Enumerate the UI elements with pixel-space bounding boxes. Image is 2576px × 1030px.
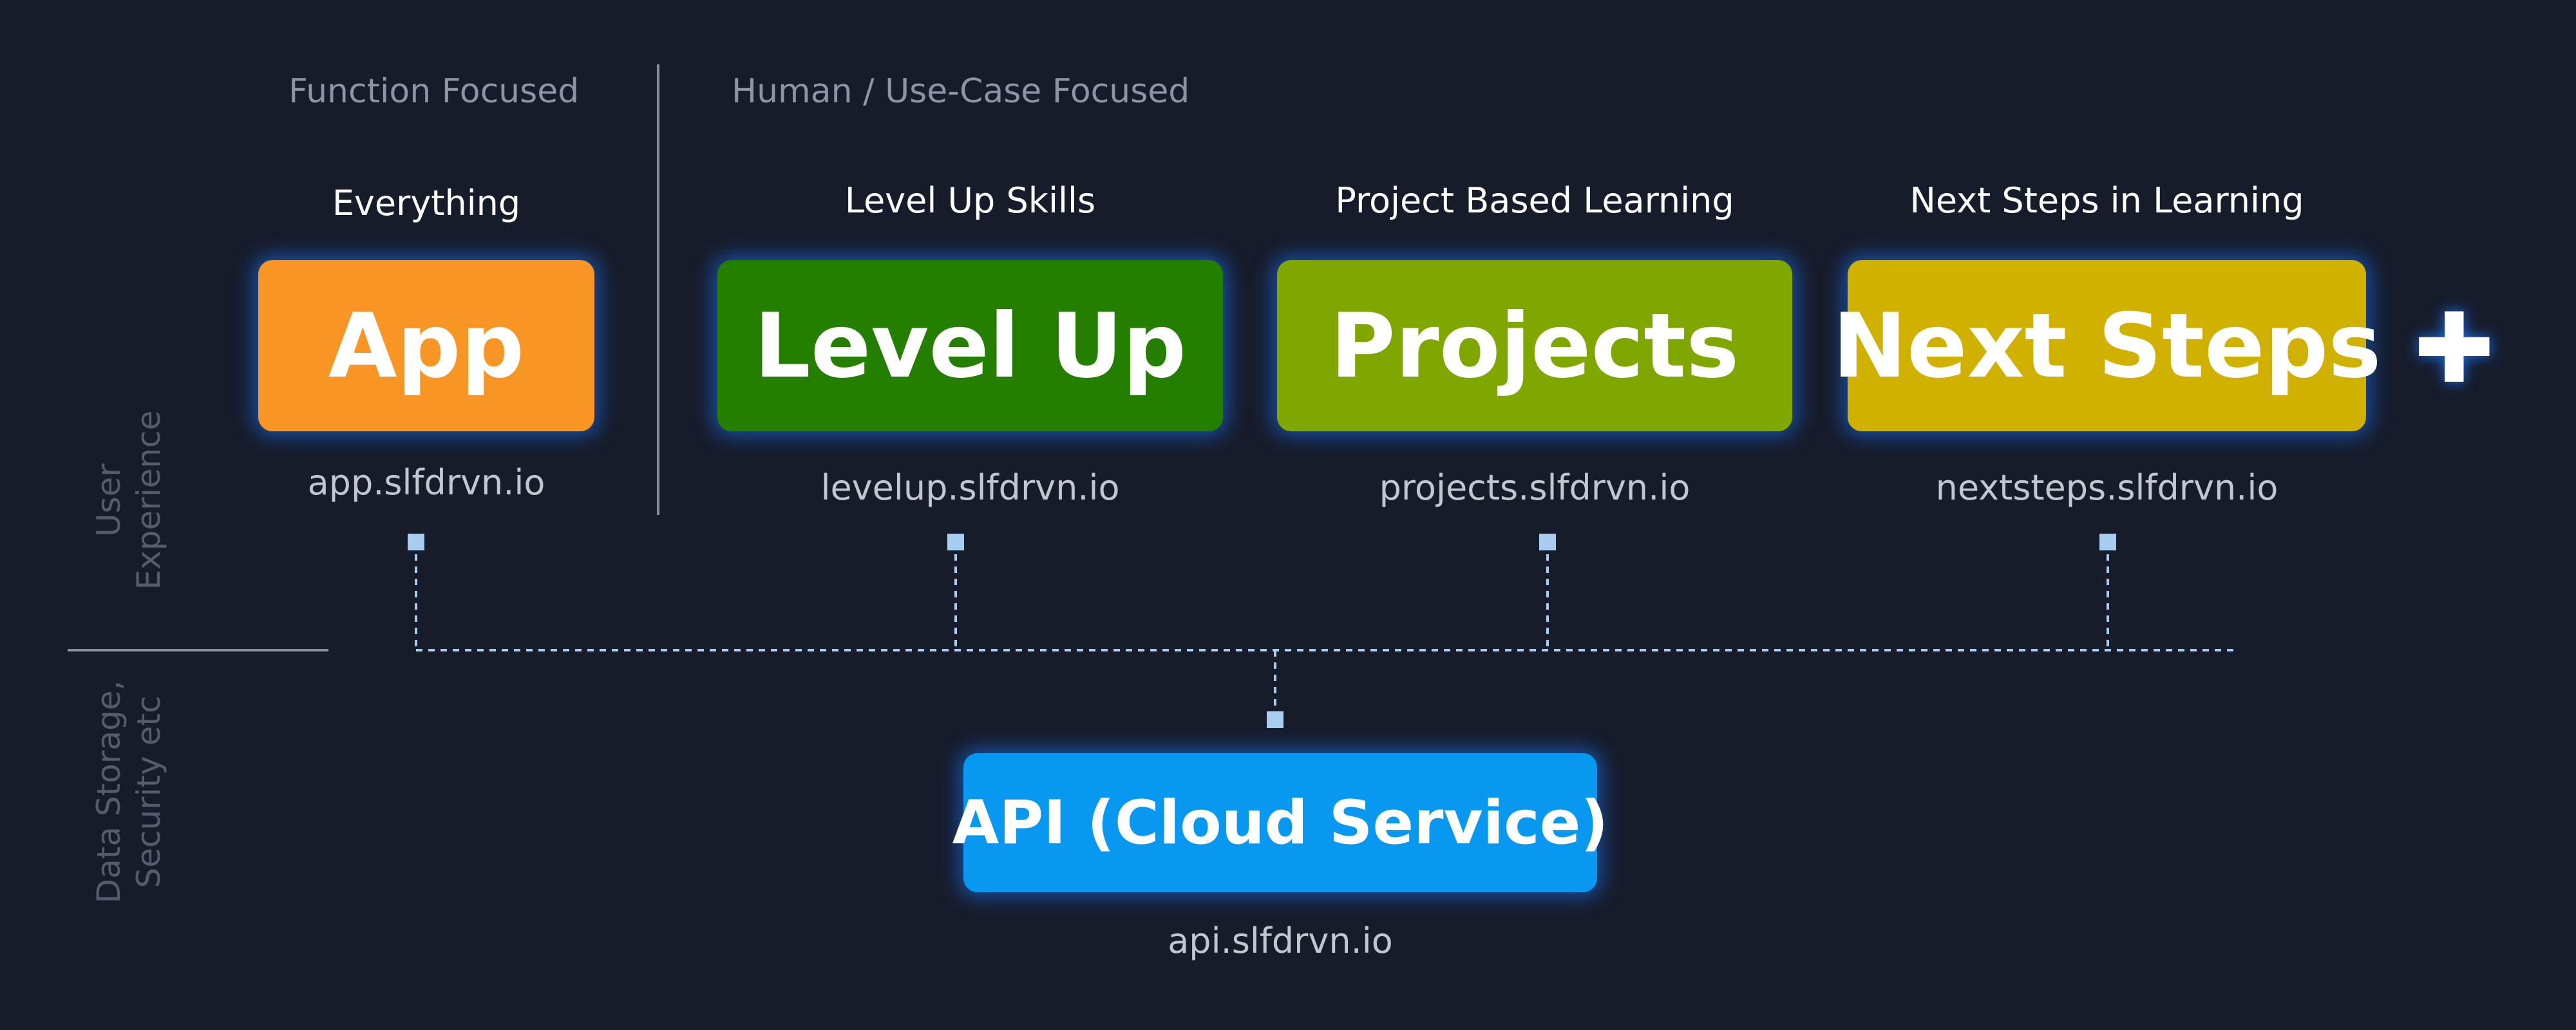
connector-node-api bbox=[1267, 711, 1283, 728]
projects-card[interactable]: Projects bbox=[1277, 260, 1792, 431]
projects-url: projects.slfdrvn.io bbox=[1379, 467, 1690, 508]
connector-node-1 bbox=[947, 534, 964, 550]
levelup-card-label: Level Up bbox=[753, 294, 1187, 398]
heading-function-focused: Function Focused bbox=[289, 72, 580, 111]
app-card[interactable]: App bbox=[258, 260, 594, 431]
card-caption-nextsteps: Next Steps in Learning bbox=[1909, 180, 2304, 221]
plus-icon[interactable]: ✚ bbox=[2414, 293, 2495, 405]
connector-node-3 bbox=[2099, 534, 2116, 550]
api-card-label: API (Cloud Service) bbox=[952, 787, 1609, 858]
layer-divider bbox=[68, 649, 328, 651]
nextsteps-url: nextsteps.slfdrvn.io bbox=[1935, 467, 2278, 508]
api-card[interactable]: API (Cloud Service) bbox=[952, 753, 1608, 892]
card-caption-levelup: Level Up Skills bbox=[844, 180, 1096, 221]
user-experience-label: User Experience bbox=[90, 410, 167, 590]
heading-human-focused: Human / Use-Case Focused bbox=[732, 72, 1190, 111]
connector-node-2 bbox=[1539, 534, 1556, 550]
section-divider bbox=[657, 64, 659, 515]
connector-node-0 bbox=[408, 534, 424, 550]
data-storage-label: Data Storage, Security etc bbox=[90, 680, 167, 904]
card-caption-projects: Project Based Learning bbox=[1335, 180, 1734, 221]
app-card-label: App bbox=[328, 294, 525, 398]
app-url: app.slfdrvn.io bbox=[307, 462, 545, 503]
api-url: api.slfdrvn.io bbox=[1168, 921, 1393, 961]
card-caption-app: Everything bbox=[332, 183, 521, 223]
nextsteps-card-label: Next Steps bbox=[1832, 294, 2382, 398]
levelup-url: levelup.slfdrvn.io bbox=[820, 467, 1120, 508]
nextsteps-card[interactable]: Next Steps bbox=[1833, 260, 2382, 431]
projects-card-label: Projects bbox=[1330, 294, 1739, 398]
levelup-card[interactable]: Level Up bbox=[717, 260, 1223, 431]
